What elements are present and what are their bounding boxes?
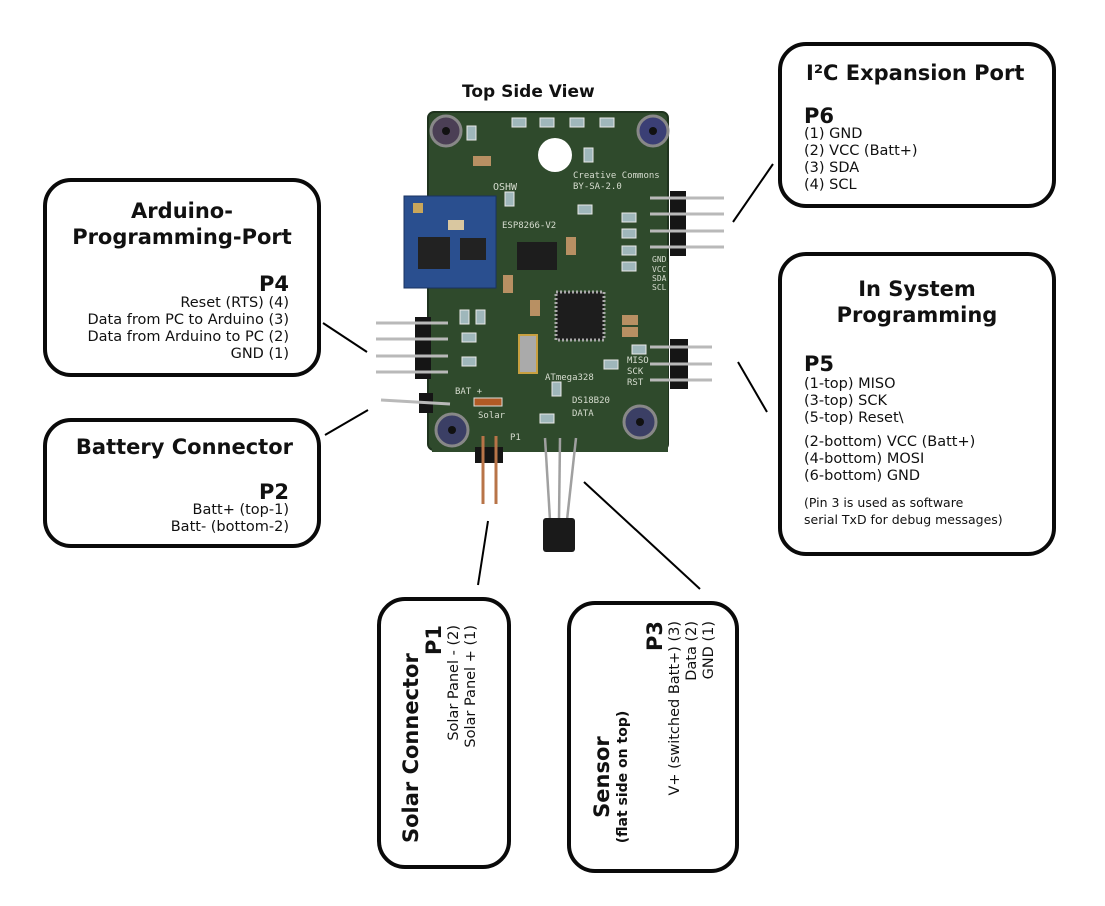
leader-p1	[477, 520, 489, 586]
p6-pin: (2) VCC (Batt+)	[804, 143, 918, 159]
p5-pin: (2-bottom) VCC (Batt+)	[804, 434, 976, 450]
header-p1	[475, 436, 503, 504]
esp8266-module	[403, 195, 497, 289]
silk-oshw: OSHW	[493, 182, 518, 193]
p1-pin: Solar Panel + (1)	[463, 625, 479, 748]
p5-pin-list-bottom: (2-bottom) VCC (Batt+) (4-bottom) MOSI (…	[804, 434, 975, 485]
p5-pin: (5-top) Reset\	[804, 410, 904, 426]
p5-pin: (6-bottom) GND	[804, 468, 921, 484]
p6-title: I²C Expansion Port	[806, 61, 1025, 85]
p5-pin: (4-bottom) MOSI	[804, 451, 925, 467]
p3-subtitle: (flat side on top)	[615, 710, 631, 844]
p5-note: (Pin 3 is used as software serial TxD fo…	[804, 494, 1003, 528]
leader-p4	[322, 322, 368, 353]
smd-components	[459, 117, 647, 424]
silk-license-2: BY-SA-2.0	[573, 182, 622, 192]
p5-note-line: serial TxD for debug messages)	[804, 512, 1003, 527]
leader-lines	[322, 163, 774, 590]
crystal-x1	[518, 334, 538, 374]
p3-pin: Data (2)	[684, 621, 700, 681]
p5-title-line-1: In System	[858, 277, 976, 301]
annotation-i2c-expansion-port: I²C Expansion Port P6 (1) GND (2) VCC (B…	[778, 42, 1056, 208]
p4-pin: Data from Arduino to PC (2)	[87, 329, 290, 345]
silk-data: DATA	[572, 409, 594, 419]
p4-pin-list: Reset (RTS) (4) Data from PC to Arduino …	[88, 295, 290, 363]
center-hole	[538, 138, 572, 172]
header-p6	[650, 191, 724, 256]
leader-p6	[732, 163, 774, 223]
p2-pin-header: P2	[258, 480, 289, 504]
annotation-arduino-programming-port: Arduino- Programming-Port P4 Reset (RTS)…	[43, 178, 321, 377]
silk-mcu: ATmega328	[545, 373, 594, 383]
p1-pin-header: P1	[422, 625, 446, 656]
header-p2	[380, 393, 451, 413]
p5-note-line: (Pin 3 is used as software	[804, 495, 964, 510]
diode-d1	[473, 397, 503, 407]
p3-pin: GND (1)	[701, 621, 717, 680]
p6-pin-list: (1) GND (2) VCC (Batt+) (3) SDA (4) SCL	[804, 126, 918, 194]
p1-title: Solar Connector	[399, 653, 423, 843]
mounting-holes	[429, 114, 670, 448]
atmega328-chip	[554, 290, 606, 342]
p5-title-line-2: Programming	[836, 303, 998, 327]
header-p5	[650, 339, 712, 389]
p2-pin: Batt- (bottom-2)	[170, 519, 289, 535]
p4-pin: Reset (RTS) (4)	[180, 295, 289, 311]
p1-pin-list: Solar Panel - (2) Solar Panel + (1)	[446, 625, 480, 748]
silk-solar: Solar	[478, 411, 506, 421]
p5-title: In System Programming	[782, 276, 1052, 328]
p4-title-line-1: Arduino-	[131, 199, 233, 223]
p3-pin-header: P3	[643, 621, 667, 652]
silk-license-1: Creative Commons	[573, 171, 660, 181]
leader-p5	[737, 361, 768, 413]
silk-p1: P1	[510, 433, 521, 443]
sensor-ds18b20	[543, 437, 578, 552]
silk-isp-sck: SCK	[627, 367, 644, 377]
silk-i2c-gnd: GND	[652, 255, 667, 264]
annotation-in-system-programming: In System Programming P5 (1-top) MISO (3…	[778, 252, 1056, 556]
annotation-sensor: Sensor (flat side on top) P3 V+ (switche…	[567, 601, 739, 873]
p4-pin: GND (1)	[230, 346, 289, 362]
p4-title-line-2: Programming-Port	[72, 225, 292, 249]
p1-pin: Solar Panel - (2)	[446, 625, 462, 741]
silk-i2c-vcc: VCC	[652, 265, 667, 274]
silk-bat: BAT +	[455, 387, 483, 397]
regulator-u3	[517, 242, 557, 270]
p4-title: Arduino- Programming-Port	[47, 198, 317, 250]
p4-pin: Data from PC to Arduino (3)	[87, 312, 290, 328]
silk-ds18b20: DS18B20	[572, 396, 610, 406]
p3-pin-list: V+ (switched Batt+) (3) Data (2) GND (1)	[667, 621, 718, 796]
p3-title: Sensor	[590, 736, 614, 818]
p6-pin: (1) GND	[804, 126, 863, 142]
leader-p3	[583, 481, 701, 590]
p3-pin: V+ (switched Batt+) (3)	[667, 621, 683, 796]
p5-pin-list-top: (1-top) MISO (3-top) SCK (5-top) Reset\	[804, 376, 904, 427]
silk-i2c-sda: SDA	[652, 274, 667, 283]
p2-pin-list: Batt+ (top-1) Batt- (bottom-2)	[171, 502, 289, 536]
p6-pin: (3) SDA	[804, 160, 860, 176]
silk-isp-miso: MISO	[627, 356, 649, 366]
p6-pin: (4) SCL	[804, 177, 857, 193]
capacitors	[473, 156, 638, 337]
p2-pin: Batt+ (top-1)	[192, 502, 290, 518]
silk-esp: ESP8266-V2	[502, 221, 556, 231]
annotation-solar-connector: Solar Connector P1 Solar Panel - (2) Sol…	[377, 597, 511, 869]
silk-i2c-scl: SCL	[652, 283, 667, 292]
p5-pin: (3-top) SCK	[804, 393, 887, 409]
p5-pin: (1-top) MISO	[804, 376, 896, 392]
leader-p2	[324, 409, 369, 436]
p4-pin-header: P4	[258, 272, 289, 296]
p3-rotated-content: Sensor (flat side on top) P3 V+ (switche…	[573, 607, 733, 867]
p2-title: Battery Connector	[75, 435, 293, 459]
silkscreen: Creative Commons BY-SA-2.0 OSHW ESP8266-…	[455, 171, 667, 443]
p1-rotated-content: Solar Connector P1 Solar Panel - (2) Sol…	[384, 603, 504, 863]
header-p4	[376, 317, 448, 379]
p6-pin-header: P6	[804, 104, 835, 128]
p5-pin-header: P5	[804, 352, 835, 376]
annotation-battery-connector: Battery Connector P2 Batt+ (top-1) Batt-…	[43, 418, 321, 548]
view-title: Top Side View	[462, 82, 595, 102]
silk-isp-rst: RST	[627, 378, 644, 388]
